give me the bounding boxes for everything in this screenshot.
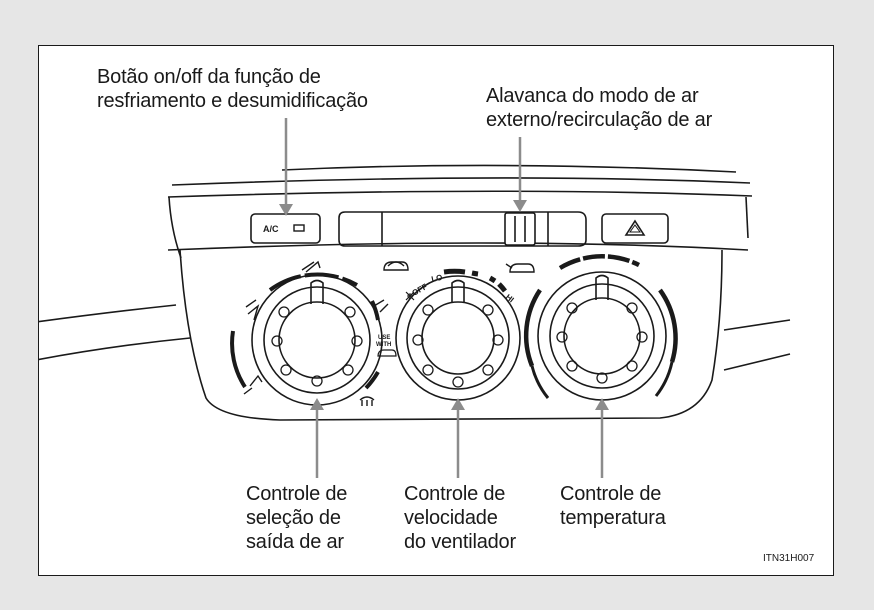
temperature-dial[interactable] [523, 254, 678, 401]
outlet-control-callout: Controle de seleção de saída de ar [246, 482, 347, 554]
callout-line: do ventilador [404, 531, 516, 553]
callout-line: seleção de [246, 507, 341, 529]
dashboard-outline [167, 242, 749, 251]
callout-line: velocidade [404, 507, 498, 529]
dashboard-outline [167, 190, 753, 198]
ac-indicator-light [293, 224, 305, 232]
dashboard-outline [281, 164, 737, 173]
dashboard-outline [168, 196, 182, 259]
use-with-label: WITH [376, 342, 391, 348]
callout-line: temperatura [560, 507, 666, 529]
callout-line: saída de ar [246, 531, 344, 553]
leader-arrow [513, 200, 527, 212]
recirculation-icon [383, 261, 409, 271]
callout-line: Controle de [404, 483, 506, 505]
use-with-label: USE [378, 335, 390, 341]
fan-icon [405, 291, 415, 301]
air-outlet-selection-dial[interactable] [230, 272, 383, 406]
leader-arrow [310, 398, 324, 410]
fan-lo-label: LO [431, 273, 444, 284]
callout-line: externo/recirculação de ar [486, 109, 713, 131]
dashboard-outline [179, 249, 723, 421]
floor-vent-icon [243, 374, 263, 395]
fresh-air-icon [505, 263, 535, 273]
temperature-control-callout: Controle de temperatura [560, 482, 666, 530]
callout-line: resfriamento e desumidificação [97, 90, 368, 112]
bi-level-vent-icon [245, 299, 260, 321]
ac-button-callout: Botão on/off da função de resfriamento e… [97, 65, 368, 113]
fan-speed-dial[interactable] [395, 268, 521, 401]
dashboard-outline [745, 196, 749, 239]
callout-line: Controle de [560, 483, 662, 505]
leader-arrow [595, 398, 609, 410]
callout-line: Botão on/off da função de [97, 66, 321, 88]
floor-defrost-icon [373, 299, 389, 313]
dashboard-outline [723, 319, 791, 331]
callout-line: Controle de [246, 483, 348, 505]
figure-frame [38, 45, 834, 576]
defrost-icon [359, 396, 375, 406]
air-intake-slot [338, 211, 587, 247]
dashboard-outline [723, 353, 791, 371]
dashboard-outline [39, 304, 177, 323]
air-lever-callout: Alavanca do modo de ar externo/recircula… [486, 84, 712, 132]
figure-code: ITN31H007 [763, 553, 815, 564]
hazard-button[interactable] [601, 213, 669, 244]
ac-button[interactable] [250, 213, 321, 244]
use-with-ac-icon [377, 349, 397, 357]
leader-arrow [279, 204, 293, 216]
dashboard-outline [171, 177, 751, 186]
ac-button-label: A/C [263, 224, 279, 234]
fan-hi-label: HI [504, 292, 516, 304]
air-intake-lever[interactable] [504, 212, 536, 246]
leader-arrow [451, 398, 465, 410]
callout-line: Alavanca do modo de ar [486, 85, 699, 107]
hazard-triangle-icon [629, 224, 641, 233]
hazard-triangle-icon [624, 219, 646, 236]
face-vent-icon [301, 260, 321, 273]
fan-control-callout: Controle de velocidade do ventilador [404, 482, 516, 554]
dashboard-outline [39, 337, 191, 361]
